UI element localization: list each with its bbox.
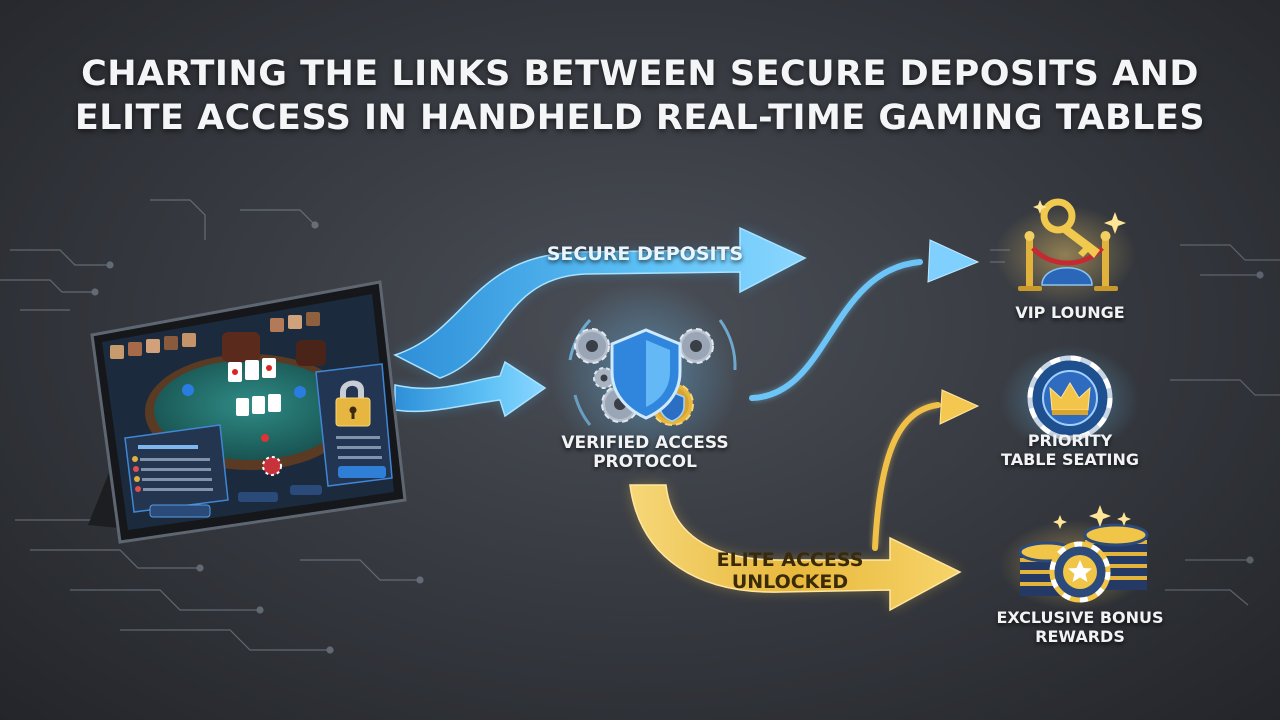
table-chips bbox=[182, 384, 306, 476]
elite-access-arrow bbox=[629, 484, 962, 612]
secure-deposits-arrow bbox=[393, 226, 807, 379]
priority-link-arrow bbox=[872, 402, 941, 551]
key-icon bbox=[1040, 198, 1100, 258]
elite-access-flow bbox=[629, 389, 980, 612]
bonus-line-2: REWARDS bbox=[1035, 627, 1125, 646]
chip-stack-icon bbox=[1000, 505, 1150, 610]
elite-access-label: ELITE ACCESS UNLOCKED bbox=[700, 549, 880, 593]
priority-line-2: TABLE SEATING bbox=[1001, 450, 1139, 469]
gears-shield-icon bbox=[550, 280, 740, 470]
padlock-icon bbox=[335, 380, 371, 427]
vip-lounge-label: VIP LOUNGE bbox=[1015, 303, 1125, 322]
secure-deposits-flow bbox=[393, 226, 980, 418]
tablet-icon bbox=[88, 280, 407, 544]
tablet-left-panel bbox=[124, 424, 229, 513]
secure-deposits-label: SECURE DEPOSITS bbox=[546, 243, 744, 265]
hub-label-line-1: VERIFIED ACCESS bbox=[561, 433, 729, 453]
hub-input-arrow bbox=[394, 360, 547, 418]
vip-link-arrow bbox=[749, 259, 923, 401]
hub-label-line-2: PROTOCOL bbox=[593, 452, 697, 472]
hub-label: VERIFIED ACCESS PROTOCOL bbox=[540, 434, 750, 472]
player-avatars bbox=[110, 312, 320, 359]
panel-button bbox=[338, 466, 386, 478]
title-line-1: CHARTING THE LINKS BETWEEN SECURE DEPOSI… bbox=[81, 54, 1199, 94]
sparkle-icon bbox=[1104, 212, 1126, 234]
crown-chip-icon bbox=[1000, 345, 1140, 455]
elite-access-line-2: UNLOCKED bbox=[731, 571, 849, 593]
priority-line-1: PRIORITY bbox=[1027, 431, 1113, 450]
vip-lounge-icon bbox=[995, 198, 1135, 305]
bonus-line-1: EXCLUSIVE BONUS bbox=[996, 608, 1164, 627]
padlock-panel bbox=[315, 363, 393, 487]
elite-access-line-1: ELITE ACCESS bbox=[716, 549, 864, 571]
playing-cards bbox=[228, 358, 281, 416]
priority-seating-label: PRIORITY TABLE SEATING bbox=[985, 431, 1155, 469]
title-line-2: ELITE ACCESS IN HANDHELD REAL-TIME GAMIN… bbox=[74, 98, 1206, 138]
bonus-rewards-label: EXCLUSIVE BONUS REWARDS bbox=[985, 608, 1175, 646]
diagram-title: CHARTING THE LINKS BETWEEN SECURE DEPOSI… bbox=[0, 52, 1280, 140]
